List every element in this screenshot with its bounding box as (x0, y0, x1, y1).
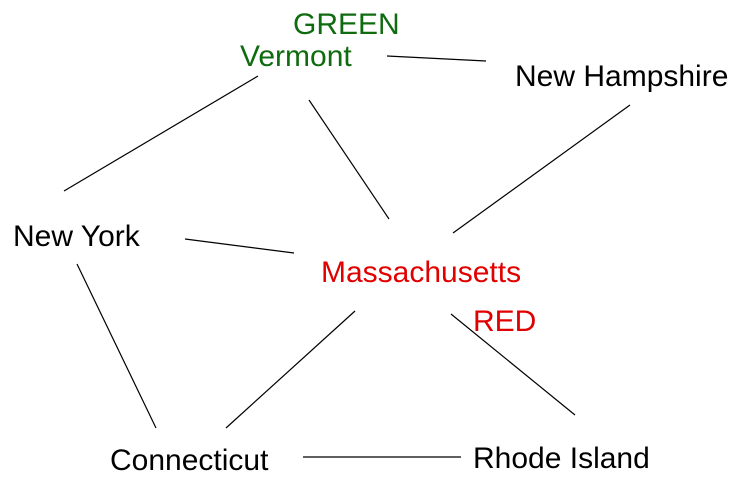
color-label-red: RED (473, 305, 536, 338)
edge-new-york-massachusetts (184, 238, 295, 254)
edge-vermont-new-hampshire (386, 55, 487, 62)
edge-new-hampshire-massachusetts (452, 104, 631, 234)
node-connecticut: Connecticut (110, 444, 269, 477)
edges (63, 55, 631, 458)
node-vermont: Vermont (240, 40, 352, 73)
node-new-hampshire: New Hampshire (515, 60, 728, 93)
node-new-york: New York (13, 220, 141, 253)
edge-massachusetts-rhode-island (450, 313, 576, 416)
edge-vermont-massachusetts (308, 99, 390, 220)
node-rhode-island: Rhode Island (473, 442, 650, 475)
color-label-green: GREEN (293, 8, 400, 41)
edge-massachusetts-connecticut (225, 310, 356, 429)
edge-new-york-connecticut (76, 263, 157, 429)
node-massachusetts: Massachusetts (321, 256, 521, 289)
edge-vermont-new-york (63, 75, 259, 192)
